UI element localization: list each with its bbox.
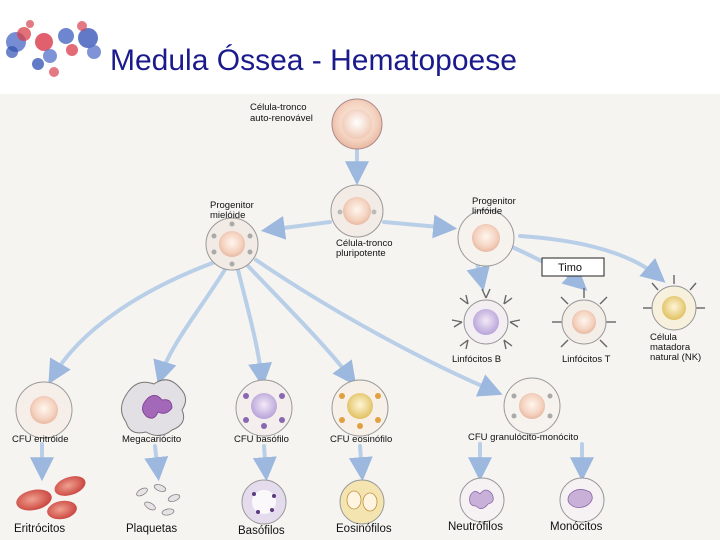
thymus-box [541,257,605,277]
cfu-gm-cell [503,377,561,435]
lymphoid-progenitor-cell [457,209,515,267]
arrow-baso-to-basophils [252,444,277,482]
arrow-myeloid-to-mega [153,266,228,385]
molecule-logo-graphic [6,20,101,77]
pluripotent-label-1: Célula-tronco [336,238,393,249]
cfu-gm-label: CFU granulócito-monócito [468,432,578,443]
erythrocytes [16,476,86,520]
cfu-baso-label: CFU basófilo [234,434,289,445]
nk-label-1: Célula [650,332,678,343]
arrow-pluri-to-lymphoid [382,214,458,239]
hematopoiesis-svg: Célula-tronco auto-renovável Célula-tron… [12,98,705,537]
eosinophil-cell [339,479,385,525]
cfu-eritroide-cell [15,381,73,439]
cfu-eos-label: CFU eosinófilo [330,434,392,445]
arrow-mega-to-plaq [144,444,169,482]
pluripotent-cell [330,184,384,238]
arrow-myeloid-to-baso [236,268,273,388]
cfu-eosinofilo-cell [331,379,389,437]
arrow-eos-to-eosinophils [348,444,373,482]
monocyte-cell [559,477,605,523]
stem-cell-label-1: Célula-tronco [250,102,307,113]
arrow-myeloid-to-eos [246,264,357,386]
basophils-label: Basófilos [238,525,285,537]
lymphoid-label-2: linfóide [472,206,502,217]
cfu-basofilo-cell [235,379,293,437]
arrow-myeloid-to-eritroide [48,260,217,385]
myeloid-label-2: mielóide [210,210,245,221]
monocytes-label: Monócitos [550,521,603,533]
pluripotent-label-2: pluripotente [336,248,386,259]
eosinophils-label: Eosinófilos [336,523,392,535]
lymph-t-label: Linfócitos T [562,354,611,365]
lymphocyte-b-cell [451,288,521,350]
lymphoid-label-1: Progenitor [472,196,516,207]
platelets [136,484,181,516]
erythro-label: Eritrócitos [14,523,65,535]
basophil-cell [241,479,287,525]
arrow-pluri-to-myeloid [260,215,332,240]
platelets-label: Plaquetas [126,523,177,535]
mega-label: Megacariócito [122,434,181,445]
nk-cell [643,275,705,331]
stem-cell [331,98,383,150]
thymus-label: Timo [558,262,582,274]
cfu-e-label: CFU eritróide [12,434,69,445]
arrow-myeloid-to-gm [254,258,503,397]
molecule-logo [2,12,108,84]
slide-title: Medula Óssea - Hematopoese [110,44,517,77]
nk-label-2: matadora [650,342,691,353]
lymphocyte-t-cell [552,288,616,348]
neutrophil-cell [459,477,505,523]
myeloid-progenitor-cell [205,217,259,271]
neutrophils-label: Neutrófilos [448,521,503,533]
stem-cell-label-2: auto-renovável [250,113,313,124]
arrow-lymphoid-to-nk [518,234,666,283]
lymph-b-label: Linfócitos B [452,354,501,365]
hematopoiesis-diagram: Célula-tronco auto-renovável Célula-tron… [0,94,720,540]
nk-label-3: natural (NK) [650,352,701,363]
megakaryocyte-cell [121,379,186,436]
myeloid-label-1: Progenitor [210,200,254,211]
